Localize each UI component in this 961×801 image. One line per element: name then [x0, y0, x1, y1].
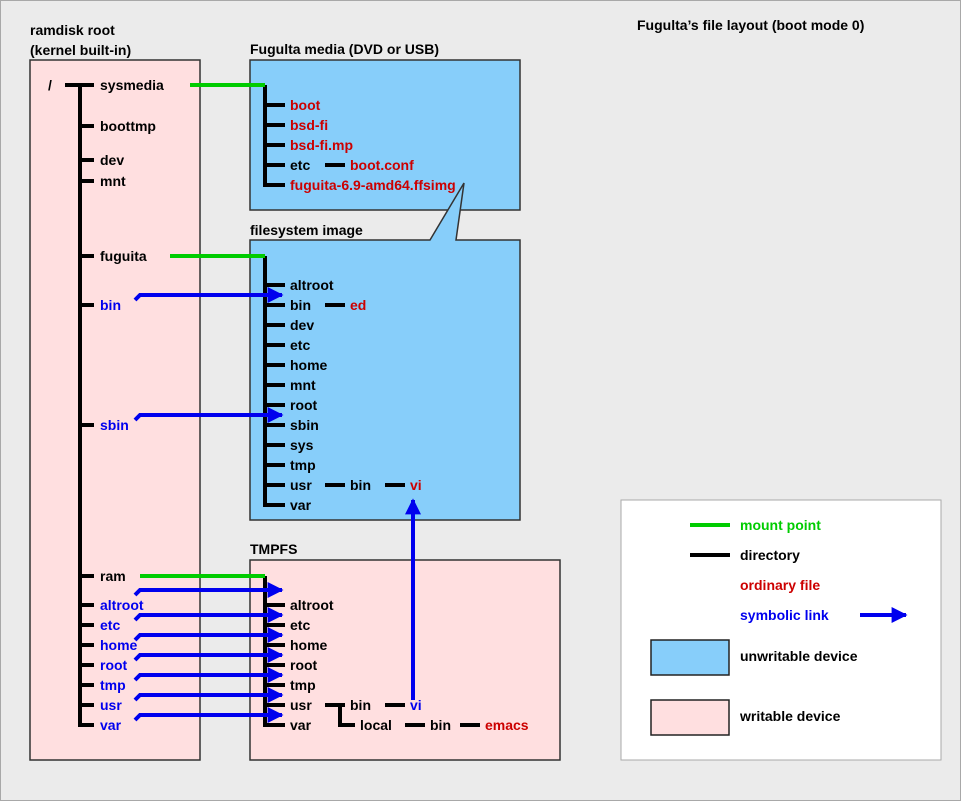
ramdisk-item-usr: usr	[100, 697, 122, 713]
tmpfs-file-emacs: emacs	[485, 717, 529, 733]
fsimage-item-var: var	[290, 497, 312, 513]
symlink-root	[133, 647, 284, 663]
fsimage-item-home: home	[290, 357, 328, 373]
fsimage-item-dev: dev	[290, 317, 314, 333]
legend-mount-point: mount point	[740, 517, 821, 533]
fsimage-title: filesystem image	[250, 222, 363, 238]
fsimage-item-usr: usr	[290, 477, 312, 493]
tmpfs-item-tmp: tmp	[290, 677, 316, 693]
tmpfs-item-var: var	[290, 717, 312, 733]
ramdisk-item-bin: bin	[100, 297, 121, 313]
symlink-tmp	[133, 667, 284, 683]
media-item-bsd-fi: bsd-fi	[290, 117, 328, 133]
media-item-boot: boot	[290, 97, 321, 113]
ramdisk-item-mnt: mnt	[100, 173, 126, 189]
legend-ordinary-file: ordinary file	[740, 577, 820, 593]
fsimage-item-etc: etc	[290, 337, 310, 353]
legend-unwritable-swatch	[650, 639, 730, 676]
legend-symbolic-link: symbolic link	[740, 607, 829, 623]
media-title: Fugulta media (DVD or USB)	[250, 41, 439, 57]
tmpfs-usr-branch	[325, 703, 355, 727]
ramdisk-item-altroot: altroot	[100, 597, 144, 613]
tmpfs-title: TMPFS	[250, 541, 297, 557]
symlink-etc	[133, 607, 284, 623]
ramdisk-item-var: var	[100, 717, 122, 733]
fsimage-file-ed: ed	[350, 297, 366, 313]
legend-directory: directory	[740, 547, 800, 563]
fsimage-item-root: root	[290, 397, 318, 413]
symlink-var	[133, 707, 284, 723]
fsimage-usr-bin: bin	[350, 477, 371, 493]
ramdisk-title-line2: (kernel built-in)	[30, 42, 131, 58]
fsimage-file-vi: vi	[410, 477, 422, 493]
ramdisk-item-boottmp: boottmp	[100, 118, 156, 134]
symlink-bin	[133, 287, 284, 303]
fsimage-box	[249, 182, 521, 521]
ramdisk-item-etc: etc	[100, 617, 120, 633]
ramdisk-title-line1: ramdisk root	[30, 22, 115, 38]
ramdisk-root-label: /	[48, 77, 52, 93]
media-item-bsd-fi.mp: bsd-fi.mp	[290, 137, 353, 153]
media-box	[249, 59, 521, 211]
ramdisk-box	[29, 59, 201, 761]
symlink-sbin	[133, 407, 284, 423]
tmpfs-usr-bin: bin	[350, 697, 371, 713]
ramdisk-item-fuguita: fuguita	[100, 248, 147, 264]
legend-writable-swatch	[650, 699, 730, 736]
symlink-altroot	[133, 582, 284, 598]
fsimage-item-tmp: tmp	[290, 457, 316, 473]
ramdisk-item-sysmedia: sysmedia	[100, 77, 164, 93]
ramdisk-item-tmp: tmp	[100, 677, 126, 693]
fsimage-item-mnt: mnt	[290, 377, 316, 393]
ramdisk-item-sbin: sbin	[100, 417, 129, 433]
legend-unwritable-device: unwritable device	[740, 648, 858, 664]
fsimage-item-altroot: altroot	[290, 277, 334, 293]
tmpfs-usr-local: local	[360, 717, 392, 733]
ramdisk-item-root: root	[100, 657, 128, 673]
tmpfs-item-root: root	[290, 657, 318, 673]
media-item-fuguita-6.9-amd64.ffsimg: fuguita-6.9-amd64.ffsimg	[290, 177, 456, 193]
ramdisk-item-ram: ram	[100, 568, 126, 584]
tmpfs-item-etc: etc	[290, 617, 310, 633]
tmpfs-link-vi: vi	[410, 697, 422, 713]
tmpfs-item-altroot: altroot	[290, 597, 334, 613]
symlink-usr	[133, 687, 284, 703]
tmpfs-item-usr: usr	[290, 697, 312, 713]
ramdisk-item-home: home	[100, 637, 138, 653]
tmpfs-local-bin: bin	[430, 717, 451, 733]
diagram-title: Fugulta’s file layout (boot mode 0)	[637, 17, 864, 33]
tmpfs-item-home: home	[290, 637, 328, 653]
ramdisk-item-dev: dev	[100, 152, 124, 168]
fsimage-item-sbin: sbin	[290, 417, 319, 433]
fsimage-item-bin: bin	[290, 297, 311, 313]
symlink-home	[133, 627, 284, 643]
fsimage-item-sys: sys	[290, 437, 314, 453]
media-item-etc: etc	[290, 157, 310, 173]
media-file-boot-conf: boot.conf	[350, 157, 414, 173]
legend-writable-device: writable device	[739, 708, 841, 724]
